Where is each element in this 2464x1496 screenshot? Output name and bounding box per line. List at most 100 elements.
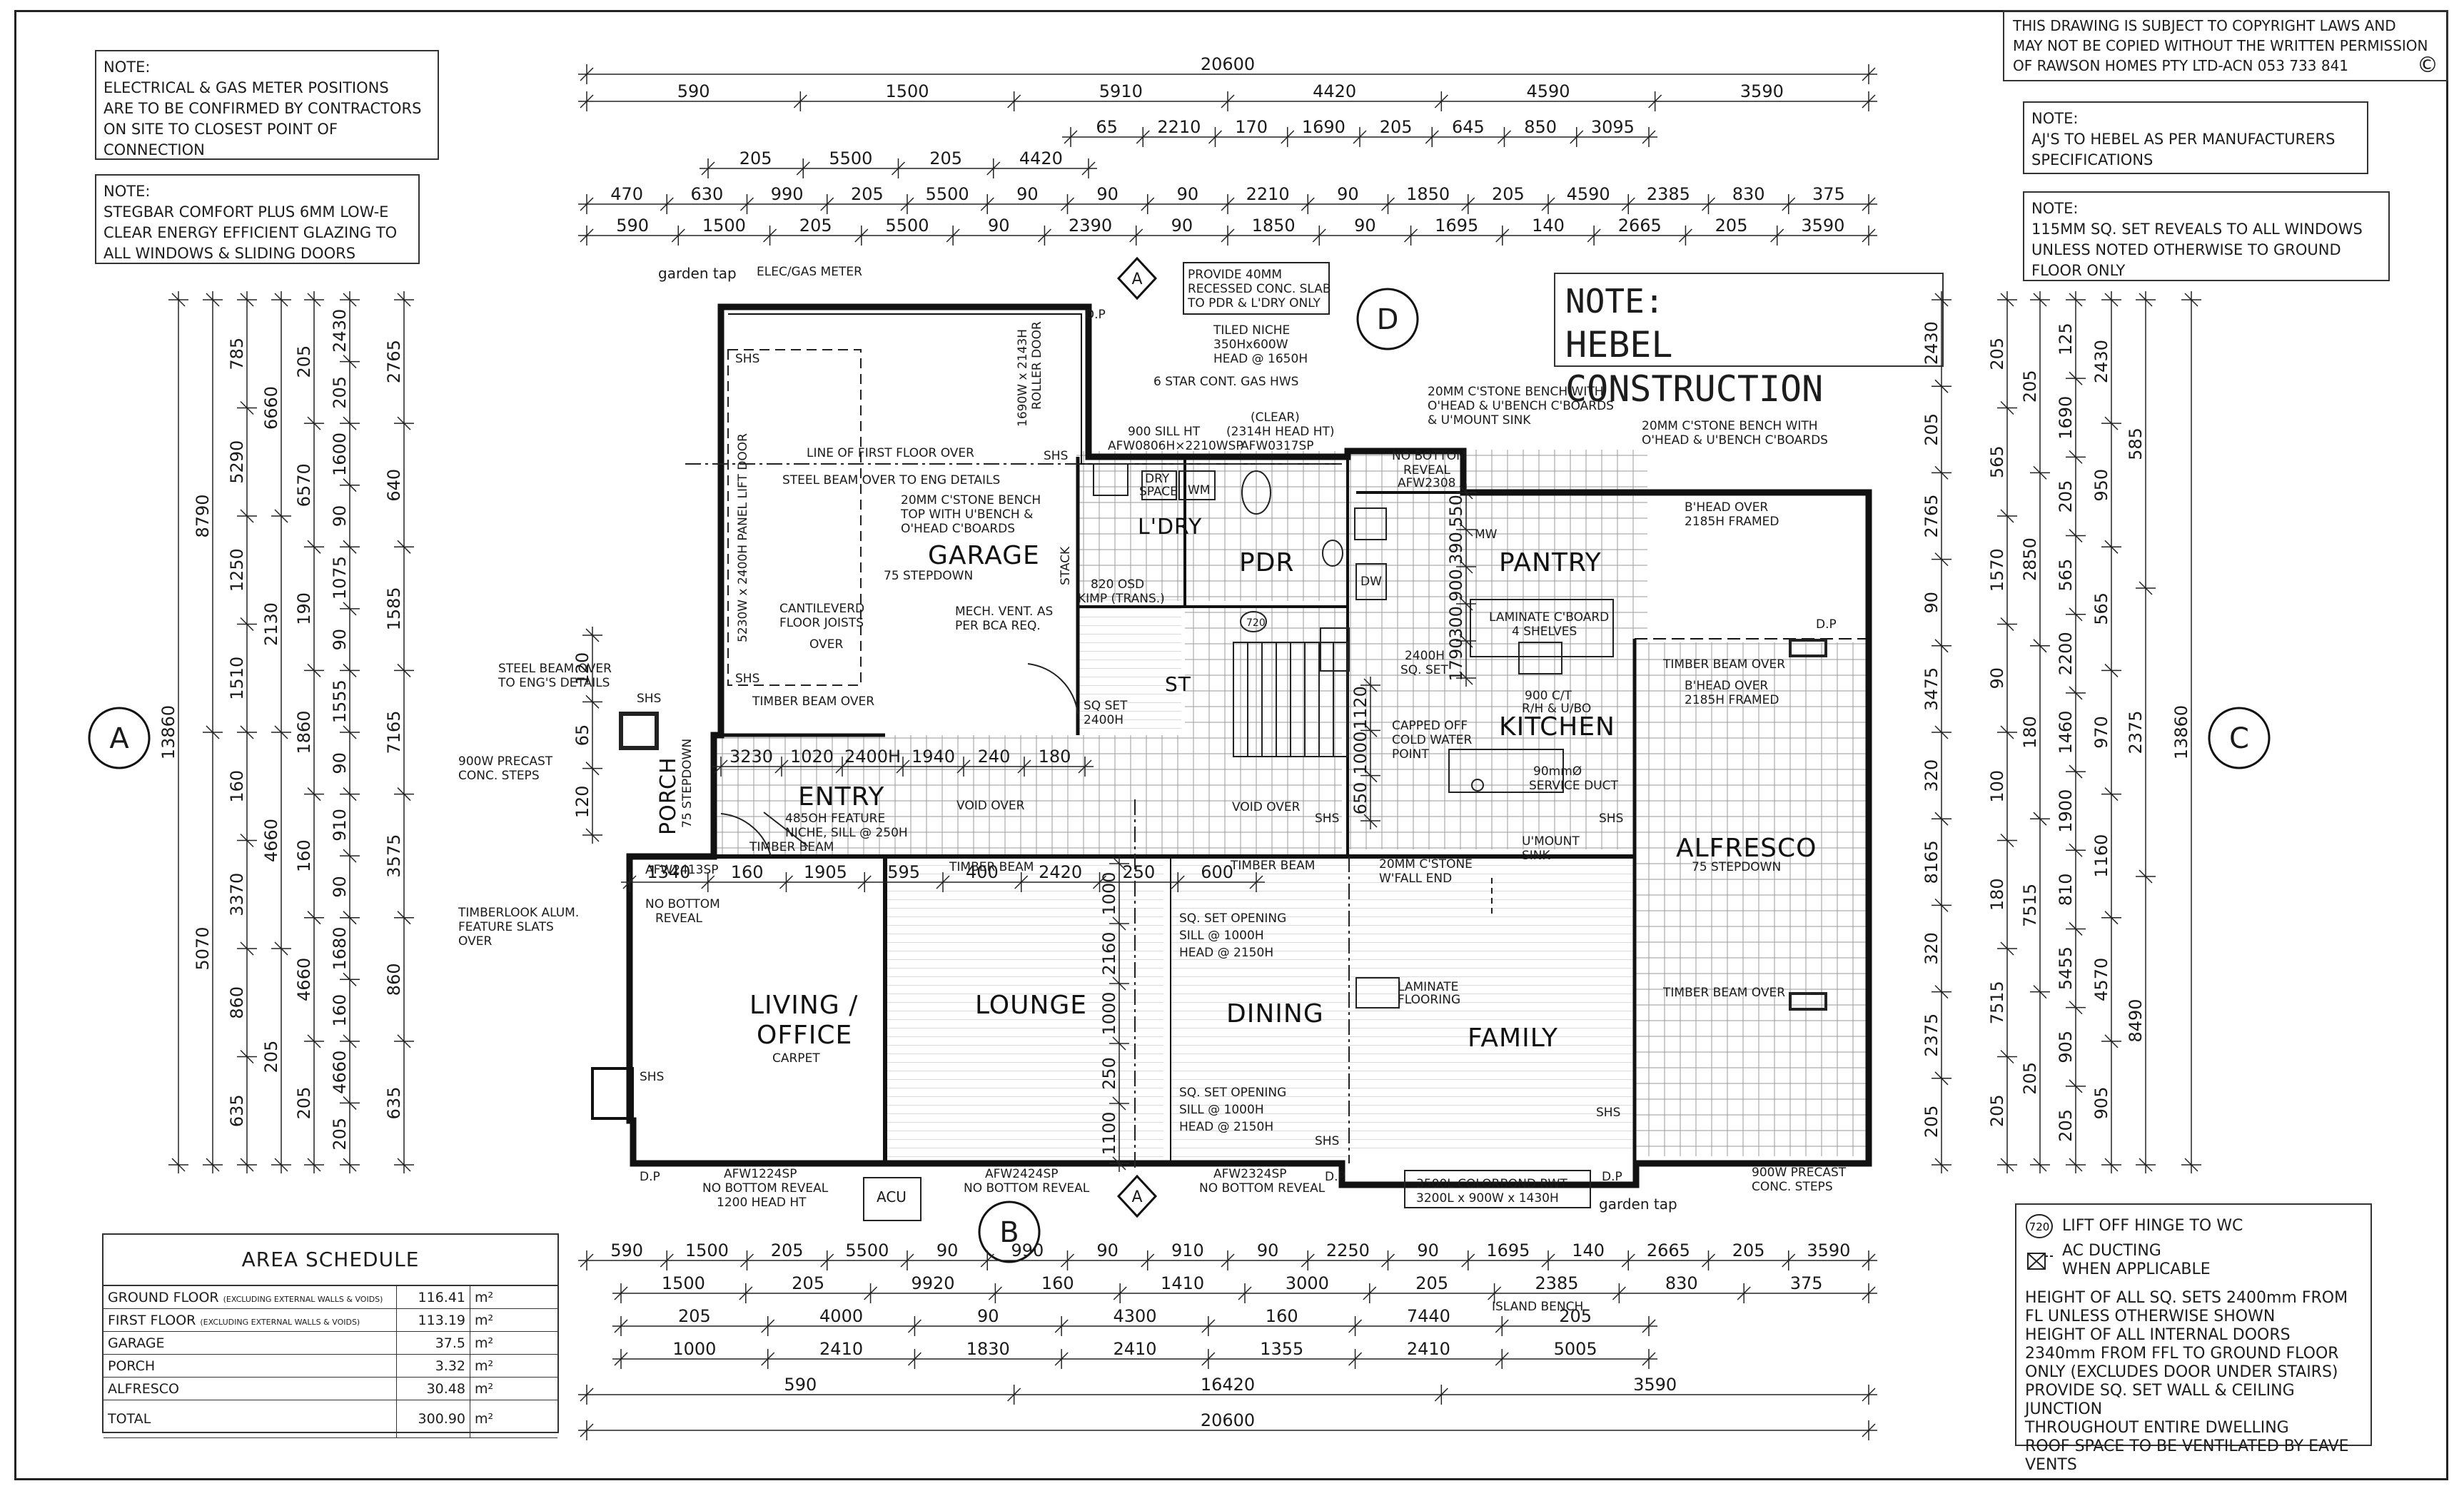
label-sill-900: AFW0806H×2210WSP — [1108, 439, 1243, 453]
washing-machine-box — [1178, 470, 1216, 500]
dimension-label: 1120 — [1350, 686, 1370, 729]
dimension-tick — [585, 828, 600, 842]
dimension-tick — [1570, 130, 1584, 144]
dimension-tick — [2033, 812, 2047, 826]
dimension-tick — [1934, 725, 1949, 739]
dimension-label: 5500 — [845, 1240, 889, 1260]
label-steel-beam-eng: STEEL BEAM OVER TO ENG DETAILS — [782, 473, 1000, 487]
dimension-label: 550 — [1446, 495, 1466, 527]
label-shs: SHS — [1599, 812, 1623, 826]
label-precast-steps-right: CONC. STEPS — [1752, 1180, 1833, 1194]
drawing-sheet-border — [14, 10, 2448, 1480]
label-wfall-end: W'FALL END — [1379, 871, 1452, 886]
dimension-tick — [854, 228, 869, 243]
dimension-label: 5005 — [1554, 1339, 1597, 1359]
dimension-tick — [779, 875, 794, 889]
label-tiled-niche: 350Hx600W — [1213, 338, 1288, 352]
dining-boards — [1171, 864, 1349, 1163]
area-value: 3.32 — [396, 1354, 470, 1378]
table-row: GARAGE 37.5 m² — [103, 1331, 557, 1355]
section-marker-d — [1356, 288, 1419, 350]
label-mech-vent: PER BCA REQ. — [955, 619, 1041, 633]
label-void-over-2: VOID OVER — [1232, 800, 1301, 814]
room-carpet: CARPET — [772, 1051, 820, 1066]
dimension-label: 9920 — [911, 1273, 954, 1293]
dimension-label: 7515 — [2020, 884, 2040, 927]
room-dining: DINING — [1226, 999, 1324, 1028]
label-no-bottom-reveal-2: REVEAL — [655, 911, 703, 926]
dimension-label: 1555 — [330, 679, 350, 723]
dimension-tick — [1459, 634, 1473, 648]
dimension-tick — [936, 875, 950, 889]
dimension-label: 90 — [1096, 184, 1119, 204]
note-line: ELECTRICAL & GAS METER POSITIONS — [103, 79, 389, 96]
dimension-tick — [1862, 228, 1876, 243]
label-sq-set-opening: HEAD @ 2150H — [1179, 946, 1273, 960]
dimension-label: 1690 — [2056, 396, 2076, 440]
dimension-tick — [397, 787, 411, 802]
label-cantilever: FLOOR JOISTS — [779, 616, 864, 630]
dimension-label: 205 — [2056, 1109, 2076, 1142]
label-shs: SHS — [1044, 449, 1068, 463]
legend-note-line: HEIGHT OF ALL INTERNAL DOORS — [2025, 1326, 2291, 1344]
dimension-label: 2420 — [1039, 862, 1082, 882]
dimension-label: 565 — [2091, 592, 2111, 625]
dimension-tick — [580, 67, 594, 81]
dimension-label: 650 — [1350, 782, 1370, 814]
note-sq-set-reveals: NOTE: 115MM SQ. SET REVEALS TO ALL WINDO… — [2023, 191, 2390, 281]
dimension-tick — [1113, 1286, 1127, 1300]
dimension-label: 160 — [731, 862, 764, 882]
dw-box — [1355, 563, 1387, 600]
dimension-tick — [820, 1253, 834, 1268]
dimension-tick — [307, 416, 321, 430]
dimension-label: 390 — [1446, 532, 1466, 565]
area-name: GARAGE — [103, 1331, 397, 1355]
dimension-tick — [2069, 1001, 2083, 1015]
dimension-label: 65 — [1096, 117, 1118, 137]
dimension-label: 205 — [1559, 1306, 1592, 1326]
dimension-tick — [1363, 814, 1378, 828]
dimension-tick — [171, 293, 186, 307]
dimension-tick — [343, 540, 357, 554]
dimension-label: 320 — [1922, 932, 1942, 965]
dimension-label: 2430 — [2091, 340, 2111, 383]
dimension-label: 2375 — [1922, 1014, 1942, 1057]
dimension-tick — [1348, 1319, 1363, 1333]
room-garage: GARAGE — [928, 541, 1040, 570]
dimension-tick — [1621, 197, 1635, 211]
label-cantilever: OVER — [809, 637, 843, 652]
sink-box — [1354, 507, 1387, 540]
dimension-tick — [2000, 833, 2014, 848]
fixtures — [619, 463, 1827, 1221]
dimension-tick — [1770, 228, 1784, 243]
dimension-label: 4570 — [2091, 958, 2111, 1001]
note-line: ALL WINDOWS & SLIDING DOORS — [103, 245, 356, 262]
dimension-tick — [1934, 465, 1949, 480]
dimension-label: 1000 — [1350, 731, 1370, 774]
dimension-label: 160 — [330, 994, 350, 1027]
label-sq-set-2400: SQ SET — [1084, 699, 1128, 713]
alfresco-outline — [1634, 638, 1869, 1164]
dimension-tick — [796, 161, 810, 176]
area-schedule-table: GROUND FLOOR(EXCLUDING EXTERNAL WALLS & … — [103, 1286, 557, 1438]
dimension-tick — [343, 725, 357, 739]
dimension-label: 125 — [2056, 323, 2076, 355]
dimension-tick — [1461, 1253, 1475, 1268]
dimension-label: 4660 — [330, 1051, 350, 1094]
dimension-tick — [580, 228, 594, 243]
dimension-label: 590 — [616, 216, 649, 236]
dimension-tick — [1007, 94, 1021, 108]
dimension-tick — [240, 293, 254, 307]
label-dp: D.P — [1602, 1170, 1622, 1184]
label-bhead-over-2: 2185H FRAMED — [1685, 693, 1779, 707]
dimension-label: 1075 — [330, 556, 350, 600]
dimension-tick — [2104, 416, 2119, 430]
dimension-tick — [343, 416, 357, 430]
dimension-label: 3475 — [1922, 667, 1942, 711]
dimension-tick — [1648, 94, 1662, 108]
dimension-tick — [343, 1096, 357, 1110]
dimension-label: 205 — [799, 216, 832, 236]
dimension-label: 2400H — [844, 747, 901, 767]
dimension-label: 205 — [330, 1118, 350, 1151]
